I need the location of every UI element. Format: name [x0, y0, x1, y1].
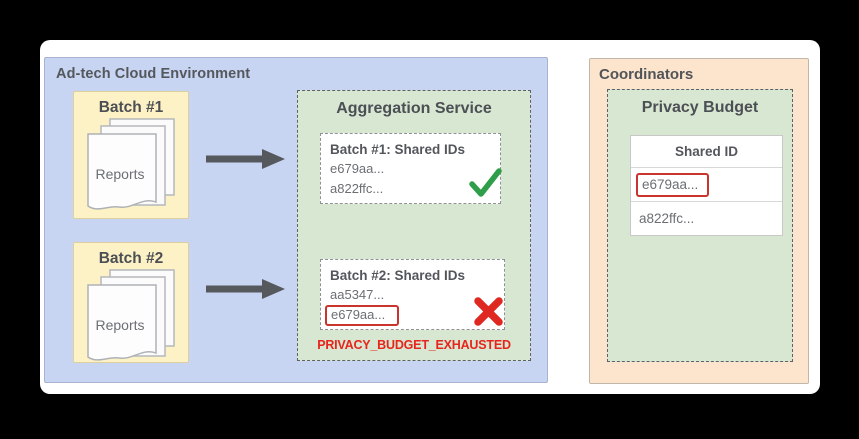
batch-2-title: Batch #2: [98, 250, 164, 267]
batch-1-box: Batch #1 Reports: [73, 91, 189, 219]
coordinators-box: Coordinators Privacy Budget Shared ID e6…: [589, 58, 809, 384]
table-row: e679aa...: [631, 168, 782, 201]
arrow-right-icon: [206, 149, 285, 169]
batch-2-shared-ids-title: Batch #2: Shared IDs: [330, 268, 466, 283]
privacy-budget-exhausted-error: PRIVACY_BUDGET_EXHAUSTED: [317, 338, 511, 352]
shared-id-value: e679aa...: [330, 161, 385, 176]
reports-document-stack-icon: Reports: [80, 118, 182, 214]
document-stack-icon: [87, 269, 175, 361]
shared-id-table-header: Shared ID: [631, 136, 782, 168]
document-stack-icon: [87, 118, 175, 210]
shared-id-value: aa5347...: [330, 287, 385, 302]
batch-1-shared-ids-title: Batch #1: Shared IDs: [330, 142, 466, 157]
coordinators-label: Coordinators: [599, 66, 694, 83]
batch-2-box: Batch #2 Reports: [73, 242, 189, 363]
adtech-cloud-environment-box: Ad-tech Cloud Environment Batch #1 Repor…: [44, 57, 548, 383]
check-icon: [469, 168, 502, 197]
batch-1-shared-ids-box: Batch #1: Shared IDs e679aa... a822ffc..…: [320, 133, 502, 204]
diagram-card: Ad-tech Cloud Environment Batch #1 Repor…: [40, 40, 820, 394]
privacy-budget-box: Privacy Budget Shared ID e679aa... a822f…: [607, 89, 793, 362]
table-row: a822ffc...: [631, 201, 782, 235]
reports-label: Reports: [95, 166, 145, 182]
shared-id-value: a822ffc...: [639, 211, 695, 226]
adtech-environment-label: Ad-tech Cloud Environment: [56, 66, 251, 82]
batch-1-title: Batch #1: [98, 99, 164, 116]
flagged-shared-id-value: e679aa...: [636, 173, 710, 197]
privacy-budget-title: Privacy Budget: [641, 99, 759, 116]
batch-2-shared-ids-box: Batch #2: Shared IDs aa5347... e679aa...: [320, 259, 505, 330]
reports-document-stack-icon: Reports: [80, 269, 182, 365]
arrow-right-icon: [206, 279, 285, 299]
aggregation-service-box: Aggregation Service Batch #1: Shared IDs…: [297, 90, 531, 361]
aggregation-service-title: Aggregation Service: [336, 100, 492, 117]
reports-label: Reports: [95, 317, 145, 333]
shared-id-value: a822ffc...: [330, 181, 384, 196]
x-icon: [474, 297, 503, 326]
flagged-shared-id-value: e679aa...: [325, 305, 400, 326]
shared-id-table: Shared ID e679aa... a822ffc...: [630, 135, 783, 236]
